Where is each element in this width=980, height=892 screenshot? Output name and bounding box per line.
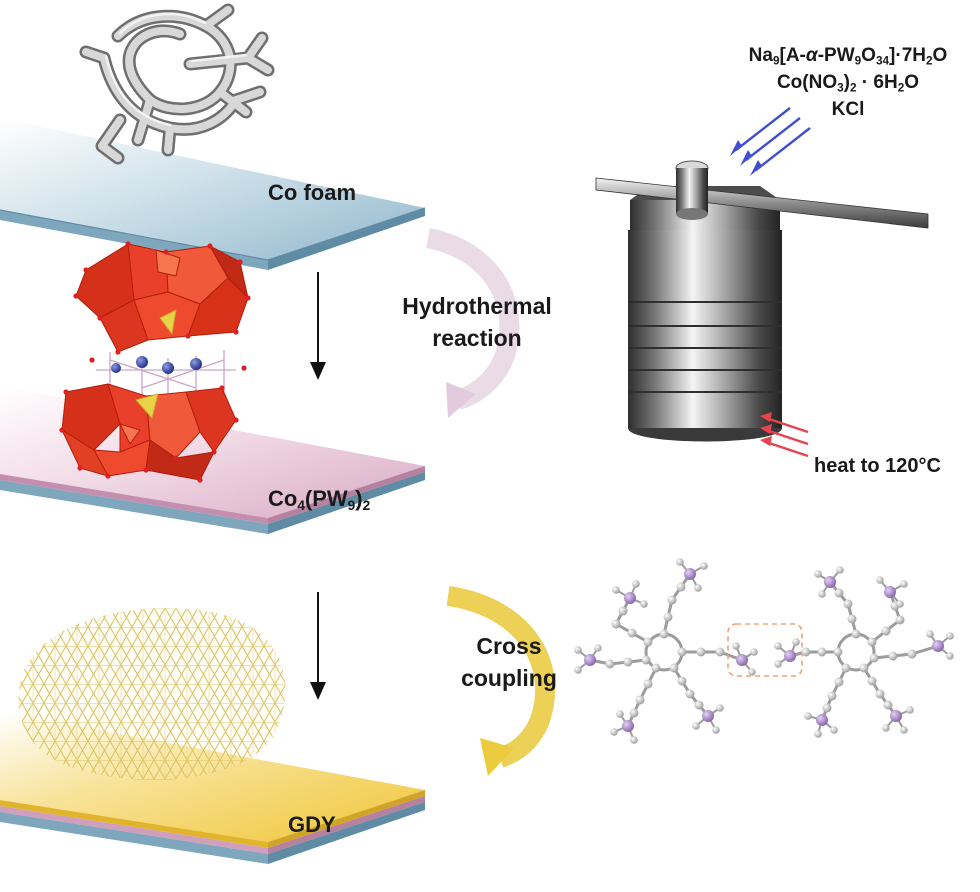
r1a: Na (748, 45, 773, 66)
r1f-sub: 2 (926, 54, 933, 68)
poly-sub3: 2 (362, 497, 371, 513)
hydrothermal-label: Hydrothermal reaction (392, 290, 562, 354)
r1d: -PW (817, 45, 855, 66)
hydrothermal-arrow (425, 228, 520, 418)
heat-label: heat to 120°C (814, 455, 941, 477)
cross-coupling-line1: Cross (476, 633, 542, 659)
r1f: ]·7H (889, 45, 926, 66)
poly-sub1: 4 (297, 497, 305, 513)
r1b: [A- (779, 45, 806, 66)
r1e-sub: 34 (875, 54, 890, 68)
poly-end: ) (355, 486, 363, 511)
heat-input-arrows (760, 412, 809, 458)
r2c: · 6H (856, 72, 898, 93)
hydrothermal-line1: Hydrothermal (402, 293, 552, 319)
r1e: O (861, 45, 876, 66)
r2c-sub: 2 (897, 81, 905, 95)
r1d-sub: 9 (854, 54, 862, 68)
cross-coupling-label: Cross coupling (454, 630, 564, 694)
r2b-sub: 2 (849, 81, 857, 95)
gdy-label: GDY (288, 812, 336, 837)
reagent-line-3: KCl (831, 99, 865, 120)
r2b: ) (843, 72, 850, 93)
hydrothermal-line2: reaction (432, 325, 522, 351)
reagent-line-1: Na9[A-α-PW9O34]·7H2O (720, 42, 976, 69)
poly-base: Co (268, 486, 298, 511)
co-foam-label: Co foam (268, 180, 356, 205)
cross-coupling-arrow (446, 586, 556, 776)
poly-mid: (PW (304, 486, 348, 511)
reagent-line-2: Co(NO3)2 · 6H2O (720, 69, 976, 96)
reagent-input-arrows (730, 107, 811, 176)
r2a: Co(NO (776, 72, 838, 93)
cross-coupling-line2: coupling (461, 665, 557, 691)
reagents-label: Na9[A-α-PW9O34]·7H2O Co(NO3)2 · 6H2O KCl (720, 42, 976, 123)
r1a-sub: 9 (772, 54, 780, 68)
r2a-sub: 3 (837, 81, 844, 95)
r1g: O (932, 45, 948, 66)
autoclave-reactor (595, 160, 929, 442)
r1c: α (805, 45, 818, 66)
r2d: O (904, 72, 920, 93)
poly-sub2: 9 (347, 497, 356, 513)
polyoxometalate-label: Co4(PW9)2 (268, 486, 371, 513)
monomer-coupling-structure (574, 558, 954, 744)
co-foam-structure (79, 3, 275, 165)
polyoxometalate-cluster (59, 241, 251, 483)
gdy-mesh-sheet (18, 608, 286, 780)
